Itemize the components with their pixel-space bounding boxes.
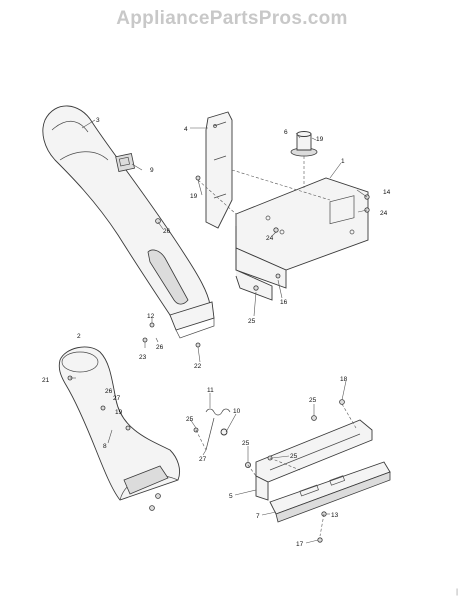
callout-16: 16 [280, 299, 288, 306]
callout-24a: 24 [380, 210, 388, 217]
callout-24b: 24 [266, 235, 274, 242]
callout-25c: 25 [309, 397, 317, 404]
upper-bracket [205, 111, 233, 229]
callout-14: 14 [383, 189, 391, 196]
callout-25e: 25 [290, 453, 298, 460]
callout-1: 1 [341, 158, 345, 165]
callout-26a: 26 [163, 228, 171, 235]
callout-25a: 25 [248, 318, 256, 325]
callout-9: 9 [150, 167, 154, 174]
callout-26b: 26 [156, 344, 164, 351]
callout-19b: 19 [190, 193, 198, 200]
spring-assembly [205, 408, 231, 451]
callout-6: 6 [284, 129, 288, 136]
callout-26c: 26 [105, 388, 113, 395]
callout-21: 21 [42, 377, 50, 384]
leader-lines [70, 119, 368, 544]
callout-19a: 19 [316, 136, 324, 143]
callout-23: 23 [139, 354, 147, 361]
callout-8: 8 [103, 443, 107, 450]
callout-22: 22 [194, 363, 202, 370]
callout-27b: 27 [199, 456, 207, 463]
upper-chute [42, 105, 215, 339]
cap-part [290, 131, 318, 157]
callout-11: 11 [207, 387, 214, 394]
callout-17: 17 [296, 541, 304, 548]
watermark-logo: AppliancePartsPros.com [116, 8, 348, 29]
lower-chute [58, 346, 181, 501]
mounting-plate [235, 177, 369, 301]
callout-5: 5 [229, 493, 233, 500]
callout-13: 13 [331, 512, 339, 519]
lower-bracket [255, 419, 373, 501]
guide-rail [269, 461, 391, 523]
callout-4: 4 [184, 126, 188, 133]
callout-25b: 25 [186, 416, 194, 423]
callout-19c: 19 [115, 409, 123, 416]
chute-latch-part [115, 153, 135, 172]
callout-labels: 3 4 9 26 6 19 1 14 24 19 24 16 25 12 23 … [42, 117, 391, 548]
callout-10: 10 [233, 408, 241, 415]
page-edge-mark: | [456, 589, 458, 596]
callout-27a: 27 [113, 395, 121, 402]
callout-3: 3 [96, 117, 100, 124]
callout-7: 7 [256, 513, 260, 520]
callout-2: 2 [77, 333, 81, 340]
callout-25d: 25 [242, 440, 250, 447]
callout-12: 12 [147, 313, 155, 320]
assembly-lines [195, 156, 357, 537]
callout-18: 18 [340, 376, 348, 383]
